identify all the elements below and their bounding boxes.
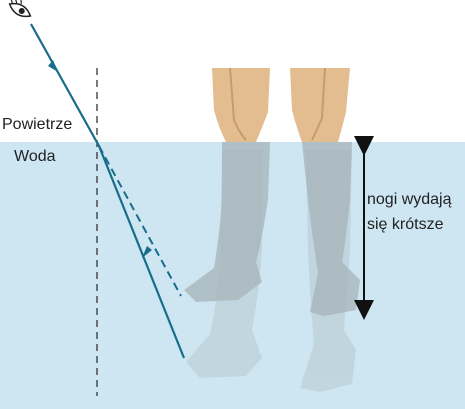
ray-in-water <box>97 145 186 359</box>
apparent-legs <box>184 142 360 316</box>
arrow-head-icon <box>48 60 58 72</box>
air-label: Powietrze <box>2 116 73 133</box>
apparent-ray <box>98 145 182 297</box>
arrow-head-icon <box>142 246 152 258</box>
eye-icon <box>8 0 32 18</box>
legs-label-line1: nogi wydają <box>367 191 452 208</box>
ray-in-air <box>30 23 100 147</box>
water-label: Woda <box>14 148 56 165</box>
legs-label-line2: się krótsze <box>367 216 444 233</box>
legs-above-water <box>212 67 350 142</box>
